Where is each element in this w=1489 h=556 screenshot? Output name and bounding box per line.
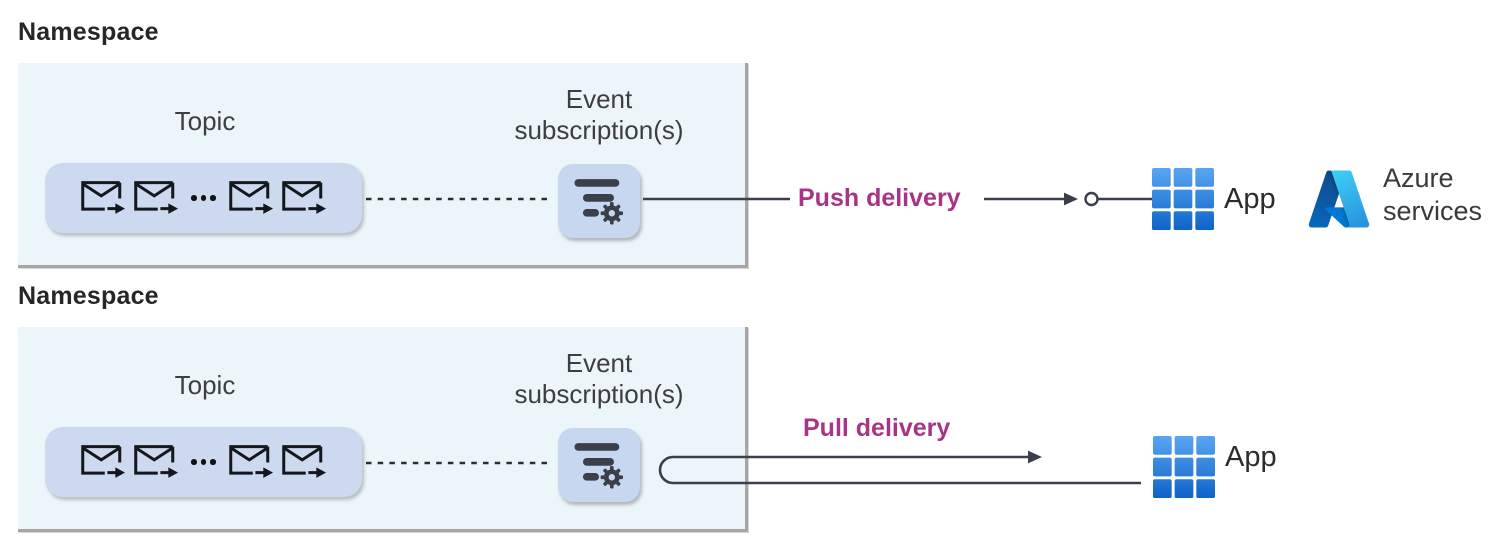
mail-event-icon [80,180,126,217]
push-arrowhead [1064,192,1078,206]
app-label-push: App [1224,183,1276,215]
topic-label-push: Topic [174,106,236,136]
mail-event-icon [281,180,327,217]
event-subscription-line2: subscription(s) [514,115,684,145]
event-subscription-line1: Event [565,348,633,378]
topic-pill-pull [45,427,362,497]
mail-event-icon [80,444,126,481]
event-subscription-icon [558,164,640,238]
ellipsis-dots-icon [191,459,216,465]
ellipsis-dots-icon [191,195,216,201]
endpoint-circle-icon [1084,191,1099,207]
event-subscription-line1: Event [565,84,633,114]
mail-event-icon [281,444,327,481]
mail-event-icon [228,180,274,217]
mail-event-icon [133,180,179,217]
event-subscription-icon [558,428,640,502]
event-subscription-label-push: Event subscription(s) [484,84,714,146]
app-grid-icon-push [1152,168,1214,230]
namespace-title-pull: Namespace [18,282,159,310]
mail-event-icon [133,444,179,481]
mail-event-icon [228,444,274,481]
pull-delivery-label: Pull delivery [803,414,951,442]
topic-label-pull: Topic [174,370,236,400]
push-delivery-label: Push delivery [798,184,961,212]
pull-arrowhead [1028,450,1042,464]
event-subscription-line2: subscription(s) [514,379,684,409]
namespace-title-push: Namespace [18,18,159,46]
filter-gear-icon [573,442,625,489]
topic-pill-push [45,163,362,233]
azure-services-label: Azure services [1383,163,1483,226]
azure-logo-icon [1306,166,1372,232]
app-grid-icon-pull [1153,436,1215,498]
filter-gear-icon [573,178,625,225]
app-label-pull: App [1225,441,1277,473]
event-subscription-label-pull: Event subscription(s) [484,348,714,410]
